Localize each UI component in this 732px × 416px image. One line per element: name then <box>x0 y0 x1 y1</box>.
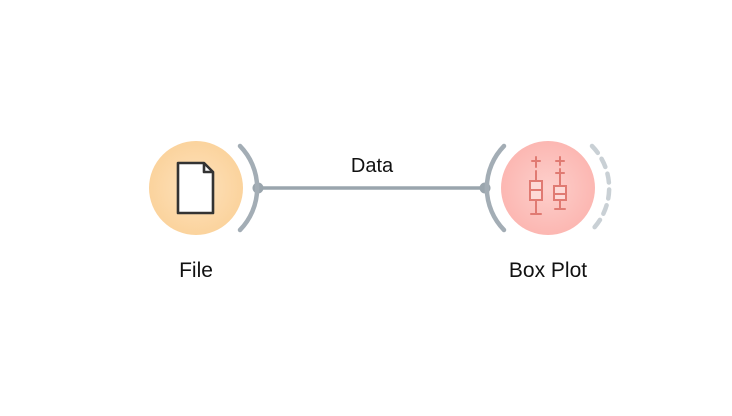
box-plot-icon <box>529 156 567 215</box>
box-plot-input-channel[interactable] <box>484 143 507 233</box>
link-file-to-box-plot[interactable] <box>252 182 491 194</box>
box-plot-widget-label[interactable]: Box Plot <box>508 259 588 282</box>
file-output-channel[interactable] <box>237 143 260 233</box>
file-widget-label[interactable]: File <box>179 259 213 282</box>
document-icon <box>176 161 215 215</box>
file-widget-node[interactable] <box>149 141 260 235</box>
box-plot-widget-circle[interactable] <box>501 141 595 235</box>
box-plot-widget-node[interactable] <box>484 141 612 235</box>
box-plot-output-channel[interactable] <box>589 143 612 233</box>
link-label-data: Data <box>350 155 394 177</box>
